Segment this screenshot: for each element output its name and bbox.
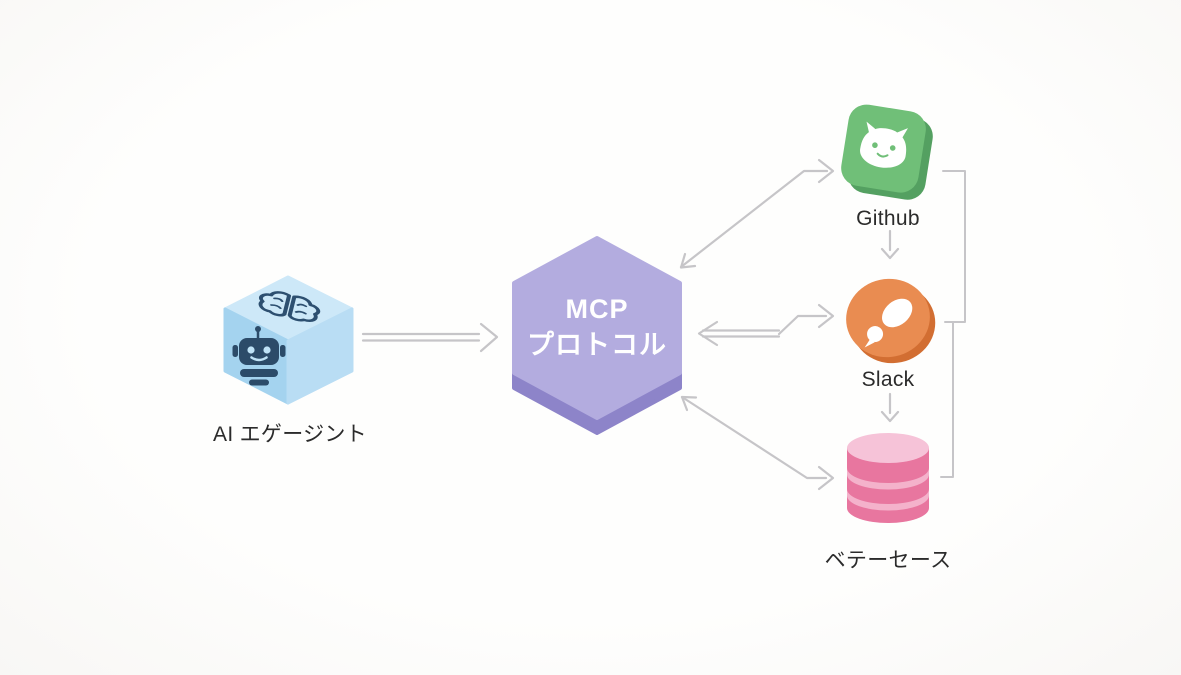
database-top bbox=[847, 433, 929, 463]
robot-icon bbox=[232, 326, 286, 386]
ai-agent-label: AI エゲージント bbox=[213, 423, 367, 446]
bracket-github-slack bbox=[942, 170, 966, 323]
database-node bbox=[847, 433, 929, 523]
database-label: ベテーセース bbox=[824, 549, 952, 572]
github-label: Github bbox=[856, 207, 920, 230]
slack-node bbox=[846, 278, 936, 364]
arrow-agent-to-mcp bbox=[361, 322, 499, 353]
arrow-mcp-database bbox=[680, 395, 835, 491]
database-gap-lower bbox=[847, 489, 929, 511]
slack-label: Slack bbox=[861, 368, 915, 391]
database-gap-upper bbox=[847, 468, 929, 490]
octocat-icon bbox=[860, 121, 909, 168]
slack-glyph bbox=[864, 298, 913, 348]
hexagon-face bbox=[512, 236, 682, 420]
github-node bbox=[841, 104, 933, 200]
mcp-title-line1: MCP bbox=[565, 294, 629, 324]
ai-agent-cube bbox=[223, 275, 354, 405]
mcp-hexagon bbox=[512, 236, 682, 435]
arrow-mcp-github bbox=[679, 158, 835, 269]
mcp-title: MCP プロトコル bbox=[514, 291, 680, 363]
arrow-mcp-slack bbox=[697, 303, 835, 347]
arrow-github-to-slack bbox=[880, 229, 900, 260]
brain-icon bbox=[258, 291, 321, 323]
arrow-slack-to-database bbox=[880, 392, 900, 423]
bracket-slack-database bbox=[940, 321, 954, 478]
mcp-title-line2: プロトコル bbox=[527, 330, 667, 360]
cube-right-face bbox=[286, 307, 354, 405]
